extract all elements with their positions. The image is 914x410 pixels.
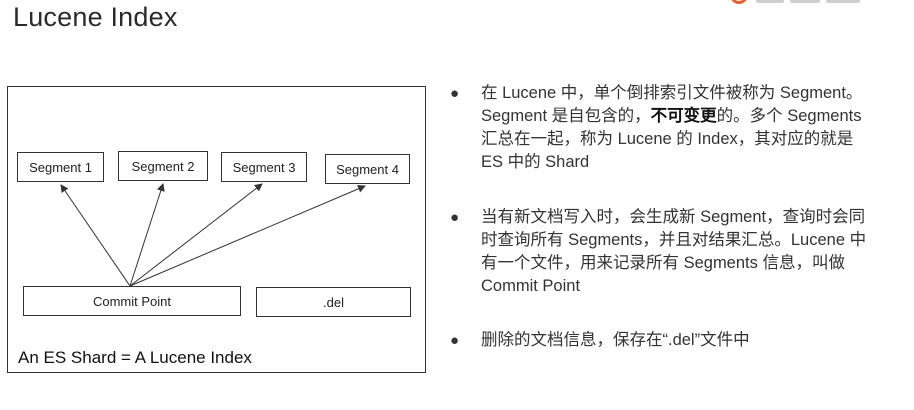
segment-box-3: Segment 3 [221, 152, 307, 182]
bullet-text-3: 删除的文档信息，保存在“.del”文件中 [481, 331, 750, 349]
segment-box-4: Segment 4 [325, 154, 410, 184]
segment-box-1: Segment 1 [17, 152, 104, 182]
logo-icon [730, 0, 880, 8]
bullet-text-1: 在 Lucene 中，单个倒排索引文件被称为 Segment。Segment 是… [481, 84, 863, 171]
bullet-dot-icon: ● [450, 332, 460, 349]
bullet-text-2: 当有新文档写入时，会生成新 Segment，查询时会同时查询所有 Segment… [481, 208, 867, 295]
bullet-item-2: ● 当有新文档写入时，会生成新 Segment，查询时会同时查询所有 Segme… [450, 206, 870, 298]
arrow-to-segment-4 [129, 185, 366, 287]
arrow-to-segment-3 [129, 183, 263, 287]
arrow-to-segment-2 [129, 183, 165, 287]
arrow-to-segment-1 [60, 184, 131, 287]
segment-box-2: Segment 2 [118, 151, 208, 181]
shard-box [7, 86, 426, 373]
del-file-box: .del [256, 287, 411, 317]
bullet-item-1: ● 在 Lucene 中，单个倒排索引文件被称为 Segment。Segment… [450, 82, 870, 174]
shard-caption: An ES Shard = A Lucene Index [18, 348, 252, 367]
bullet-item-3: ● 删除的文档信息，保存在“.del”文件中 [450, 329, 870, 352]
bullet-dot-icon: ● [450, 85, 460, 102]
bullet-dot-icon: ● [450, 209, 460, 226]
commit-point-box: Commit Point [23, 286, 241, 316]
page-title: Lucene Index [13, 2, 178, 32]
logo-text-fragment [756, 0, 784, 3]
logo-text-fragment [826, 0, 860, 3]
logo-text-fragment [790, 0, 820, 3]
